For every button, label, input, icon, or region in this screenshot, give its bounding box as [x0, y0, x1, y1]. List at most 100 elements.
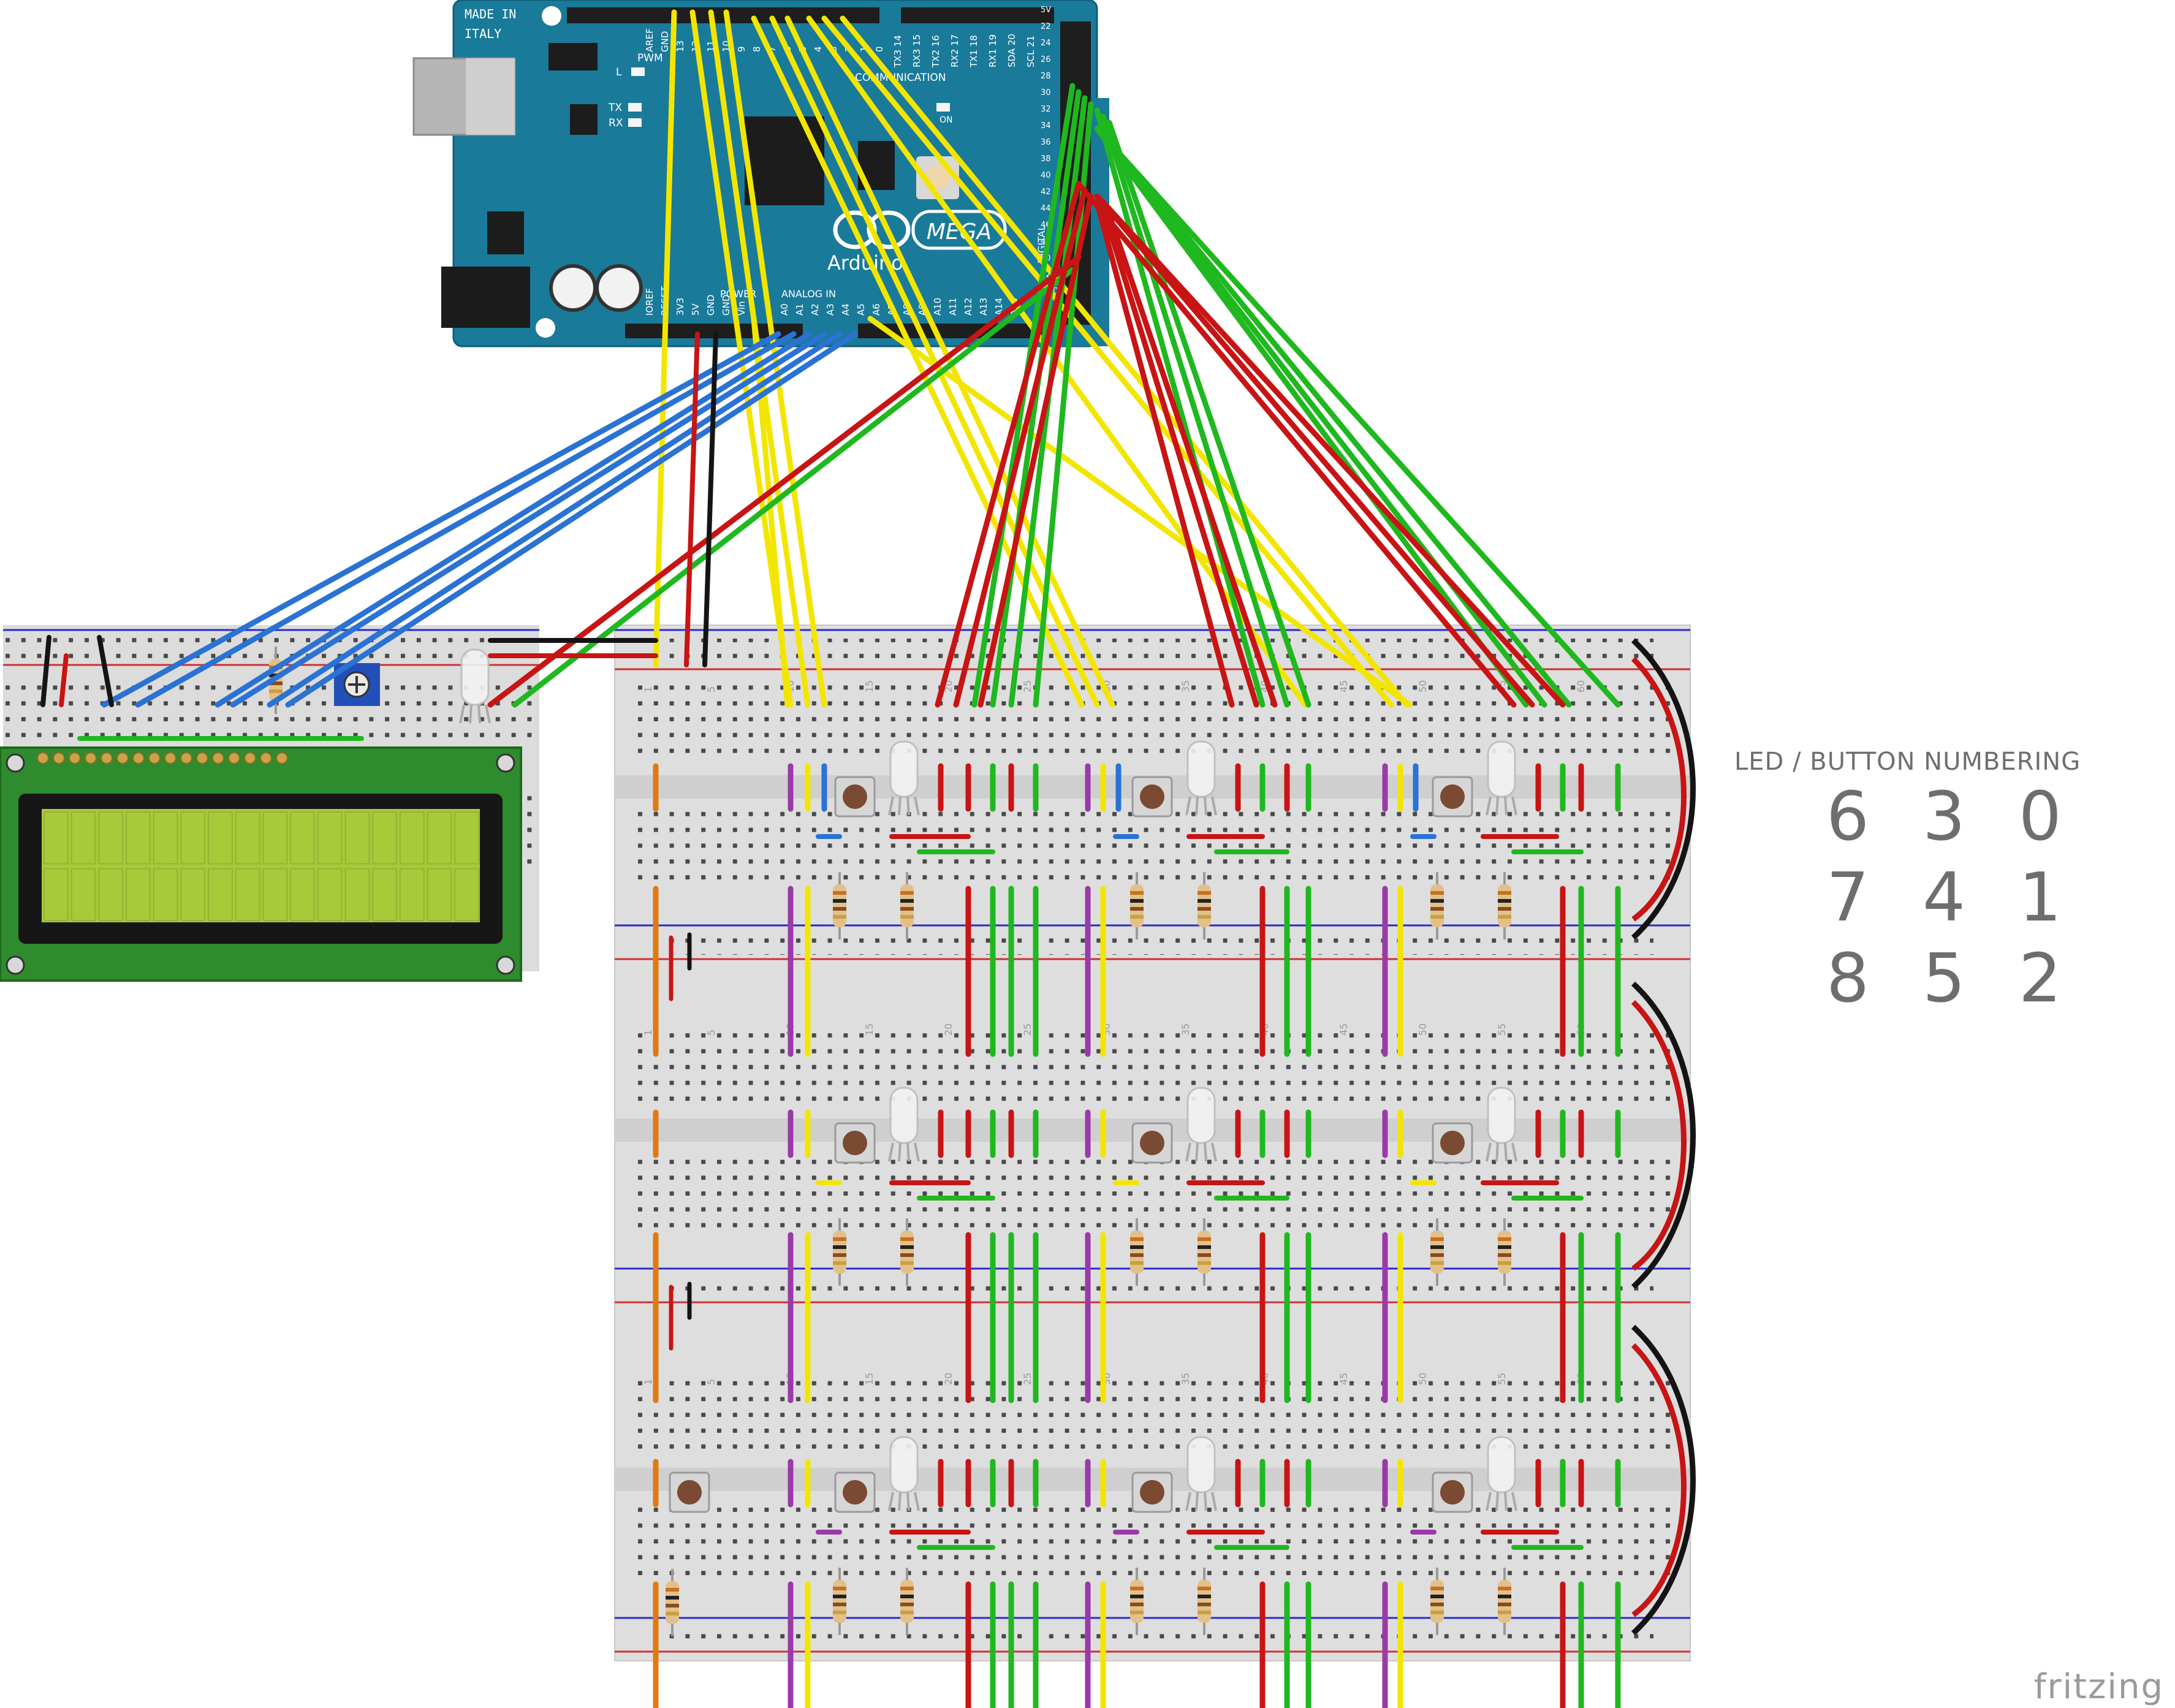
resistor-band — [1130, 915, 1144, 919]
header-pin-label: 30 — [1041, 88, 1051, 97]
resistor-band — [1130, 1237, 1144, 1241]
rail-holes — [651, 933, 1653, 955]
lcd-pin — [260, 752, 272, 764]
capacitor — [549, 264, 597, 312]
resistor-band — [1430, 1587, 1444, 1590]
analog-in-label: ANALOG IN — [781, 288, 836, 300]
led-lead — [1204, 1492, 1207, 1511]
pin-label: RX3 15 — [911, 34, 922, 67]
made-in-text: MADE IN — [465, 7, 516, 21]
led-lead — [459, 704, 465, 724]
led-lead — [1211, 796, 1217, 816]
led-button-numbering-legend: LED / BUTTON NUMBERING 6 3 0 7 4 1 8 5 2 — [1734, 748, 2081, 1019]
lcd-cell — [454, 868, 479, 921]
header-pin-label: 38 — [1041, 154, 1051, 164]
column-number: 5 — [705, 686, 717, 693]
lcd-pin — [53, 752, 65, 764]
rgb-led — [1487, 1436, 1516, 1494]
header-pin-label: 22 — [1041, 22, 1051, 31]
tx-led — [628, 103, 642, 112]
numbering-title: LED / BUTTON NUMBERING — [1734, 748, 2081, 776]
column-number: 5 — [705, 1379, 717, 1385]
lcd-cell — [98, 811, 124, 865]
rgb-led — [889, 740, 919, 798]
lcd-cell — [399, 868, 425, 921]
led-lead — [1504, 1142, 1508, 1162]
pin-label: IOREF — [644, 288, 655, 316]
resistor — [900, 1580, 914, 1623]
l-led — [631, 67, 645, 76]
red-wire — [977, 193, 1094, 708]
resistor-band — [1130, 1253, 1144, 1257]
rgb-led — [889, 1436, 919, 1494]
column-number: 60 — [1575, 680, 1587, 693]
blue-wire — [267, 331, 843, 708]
led-lead — [469, 704, 473, 724]
components — [269, 647, 1517, 1636]
terminal-holes — [633, 1501, 1672, 1581]
resistor — [833, 884, 846, 927]
resistor — [1430, 1231, 1444, 1273]
red-wire — [59, 653, 69, 707]
resistor — [1130, 1231, 1144, 1273]
green-wire — [1100, 113, 1290, 708]
header-pin-label: 28 — [1041, 72, 1051, 81]
lcd-cell — [427, 811, 452, 865]
lcd-cell — [290, 811, 315, 865]
header-pin-label: 26 — [1041, 55, 1051, 64]
pin-label: 1 — [859, 46, 870, 52]
red-wire — [487, 254, 1082, 708]
lcd-cell — [180, 868, 206, 921]
column-number: 25 — [1022, 1373, 1033, 1385]
rgb-led — [1487, 740, 1516, 798]
led-lead — [1486, 1492, 1492, 1511]
pin-label: GND — [705, 295, 716, 316]
column-number: 25 — [1022, 680, 1033, 693]
lcd-cell — [454, 811, 479, 865]
lcd-pin — [101, 752, 113, 764]
resistor-band — [1498, 891, 1511, 895]
pin-label: A11 — [947, 298, 958, 316]
pin-label: RX2 17 — [949, 34, 960, 67]
resistor-band — [1130, 1587, 1144, 1590]
resistor-band — [900, 1237, 914, 1241]
header-pin-label: 34 — [1041, 121, 1051, 131]
resistor-band — [1430, 1611, 1444, 1614]
resistor-band — [1198, 1587, 1211, 1590]
led-lead — [898, 1142, 902, 1162]
resistor-band — [1498, 1253, 1511, 1257]
lcd-pin — [196, 752, 208, 764]
led-lead — [914, 1142, 920, 1162]
led-lead — [914, 796, 920, 816]
power-pin-labels: IOREFRESET3V35VGNDGNDVin — [644, 286, 747, 316]
rail-holes — [651, 1277, 1653, 1298]
lcd-pin — [37, 752, 49, 764]
resistor-band — [1198, 1253, 1211, 1257]
pin-label: GND — [721, 295, 732, 316]
lcd-pin — [164, 752, 177, 764]
column-number: 50 — [1417, 680, 1429, 693]
resistor-band — [1430, 1261, 1444, 1265]
power-jack — [441, 267, 530, 328]
on-label: ON — [939, 115, 953, 125]
rgb-led — [1186, 1436, 1216, 1494]
red-wire — [1094, 199, 1235, 708]
resistor-band — [1130, 891, 1144, 895]
column-number: 15 — [864, 1023, 875, 1036]
led-lead — [906, 1492, 910, 1511]
resistor — [1198, 1580, 1211, 1623]
resistor-band — [1498, 915, 1511, 919]
yellow-wire — [867, 316, 1413, 708]
lcd-pin — [85, 752, 97, 764]
led-lead — [1195, 1142, 1199, 1162]
pin-label: A6 — [871, 303, 882, 316]
yellow-wire — [784, 15, 1115, 708]
push-button-cap — [677, 1480, 702, 1505]
resistor-band — [833, 1587, 846, 1590]
column-number: 50 — [1417, 1023, 1429, 1036]
led-lead — [906, 796, 910, 816]
resistor-band — [833, 891, 846, 895]
pin-label: A13 — [978, 298, 989, 316]
lcd-cell — [153, 868, 178, 921]
resistor — [1498, 884, 1511, 927]
